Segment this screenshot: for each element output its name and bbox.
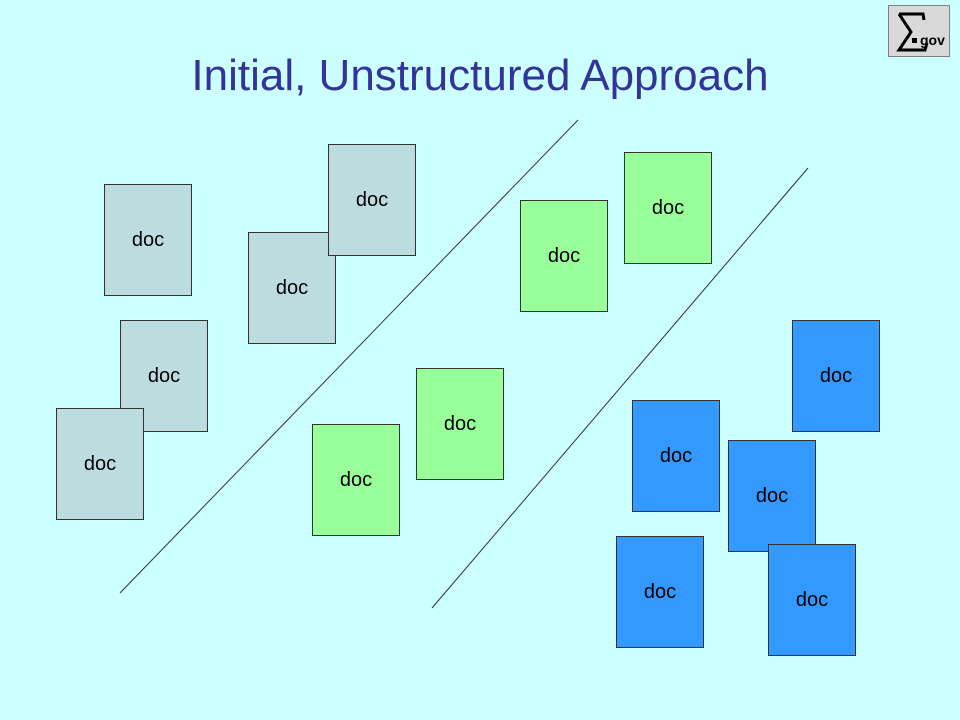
slide-title: Initial, Unstructured Approach (191, 51, 769, 100)
doc-card-green: doc (624, 152, 712, 264)
divider-line-left (119, 119, 579, 594)
divider-line-right (431, 167, 809, 609)
doc-card-green: doc (312, 424, 400, 536)
doc-card-blue: doc (768, 544, 856, 656)
doc-card-blue: doc (792, 320, 880, 432)
doc-card-gray: doc (56, 408, 144, 520)
doc-card-blue: doc (616, 536, 704, 648)
sigma-icon (896, 12, 929, 52)
logo-text: gov (920, 32, 945, 48)
doc-card-gray: doc (328, 144, 416, 256)
doc-card-blue: doc (632, 400, 720, 512)
doc-card-green: doc (520, 200, 608, 312)
doc-card-green: doc (416, 368, 504, 480)
doc-card-gray: doc (120, 320, 208, 432)
doc-card-gray: doc (248, 232, 336, 344)
doc-card-gray: doc (104, 184, 192, 296)
sigma-gov-logo: gov (888, 5, 950, 57)
doc-card-blue: doc (728, 440, 816, 552)
